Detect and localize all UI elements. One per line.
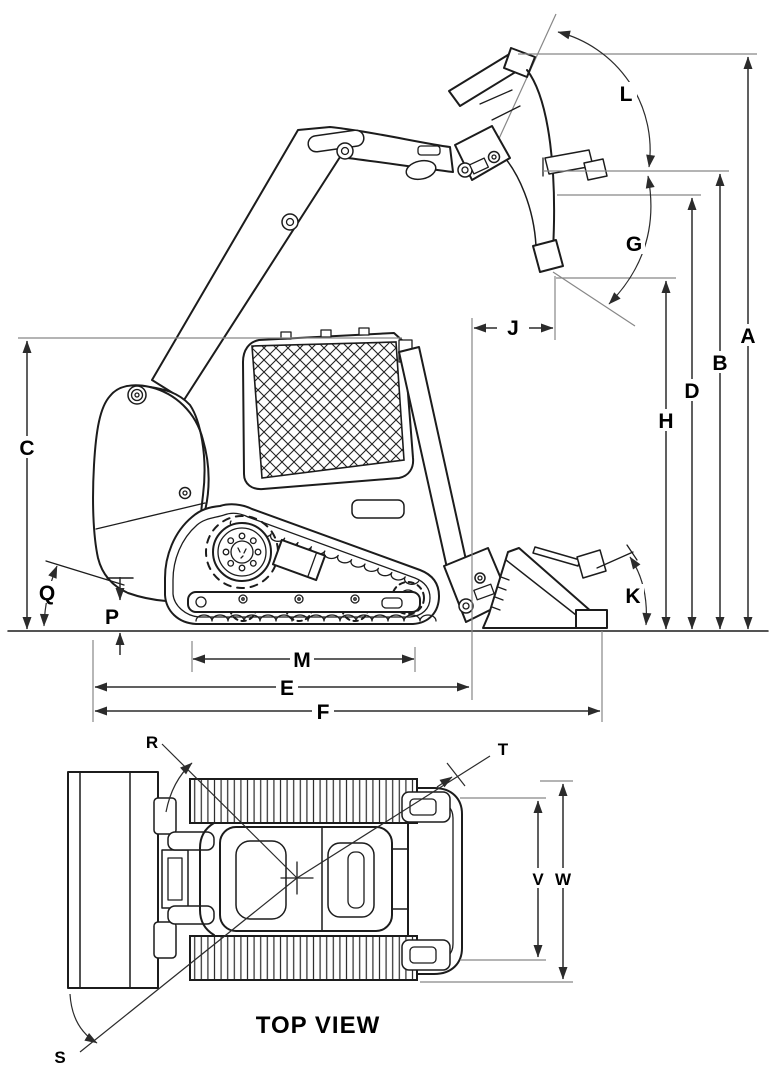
dim-label-b: B — [712, 352, 727, 375]
top-coupler — [161, 831, 215, 925]
dim-D: D — [681, 197, 703, 630]
cab — [242, 327, 415, 491]
top-view: V W R S T TOP VIEW — [54, 733, 573, 1067]
dim-G: G — [608, 175, 655, 305]
dim-label-q: Q — [39, 582, 55, 605]
dim-label-e: E — [280, 677, 294, 700]
dim-A: A — [737, 56, 759, 630]
dim-C: C — [16, 340, 38, 630]
dim-label-a: A — [740, 325, 755, 348]
dim-label-h: H — [658, 410, 673, 433]
raised-bucket — [448, 13, 636, 327]
dim-W: W — [554, 783, 572, 980]
dim-Q: Q — [36, 565, 58, 627]
dim-J: J — [473, 317, 554, 340]
cab-mesh — [251, 341, 405, 479]
dim-F: F — [94, 700, 601, 724]
ground-bucket — [482, 547, 608, 629]
dim-label-m: M — [293, 649, 311, 672]
dim-label-g: G — [626, 233, 642, 256]
dim-label-t: T — [498, 740, 509, 759]
machine-side — [92, 13, 638, 629]
dim-label-k: K — [625, 585, 640, 608]
dim-label-v: V — [532, 870, 544, 889]
top-bucket — [67, 771, 177, 989]
dim-label-p: P — [105, 606, 119, 629]
dimensions-side: A B D H C L G J — [16, 30, 759, 724]
dim-label-j: J — [507, 317, 519, 340]
dim-label-r: R — [146, 733, 158, 752]
dim-E: E — [94, 676, 470, 700]
sprocket — [205, 515, 279, 589]
top-machine — [67, 771, 463, 989]
top-body — [199, 791, 451, 971]
boom-arm — [151, 126, 454, 401]
dim-V: V — [529, 800, 547, 958]
track-detail-box — [271, 538, 327, 582]
top-view-caption: TOP VIEW — [256, 1012, 380, 1039]
top-rear-cap — [407, 787, 463, 975]
dim-label-d: D — [684, 380, 699, 403]
top-tracks — [189, 778, 418, 981]
dim-P: P — [105, 577, 125, 655]
dim-B: B — [709, 173, 731, 630]
dim-label-s: S — [54, 1048, 65, 1067]
dim-M: M — [192, 648, 415, 672]
dim-K: K — [622, 556, 652, 626]
dim-label-f: F — [317, 701, 330, 724]
bucket-rollback-ghost — [532, 544, 638, 579]
dim-label-l: L — [620, 83, 633, 106]
dim-label-c: C — [19, 437, 34, 460]
track-assembly — [164, 499, 440, 625]
turning-radius-lines — [69, 743, 491, 1053]
side-view: A B D H C L G J — [7, 13, 769, 724]
dim-L: L — [557, 30, 656, 168]
dim-label-w: W — [555, 870, 572, 889]
dimensions-top: V W R S T — [54, 733, 573, 1067]
dim-H: H — [655, 280, 677, 630]
